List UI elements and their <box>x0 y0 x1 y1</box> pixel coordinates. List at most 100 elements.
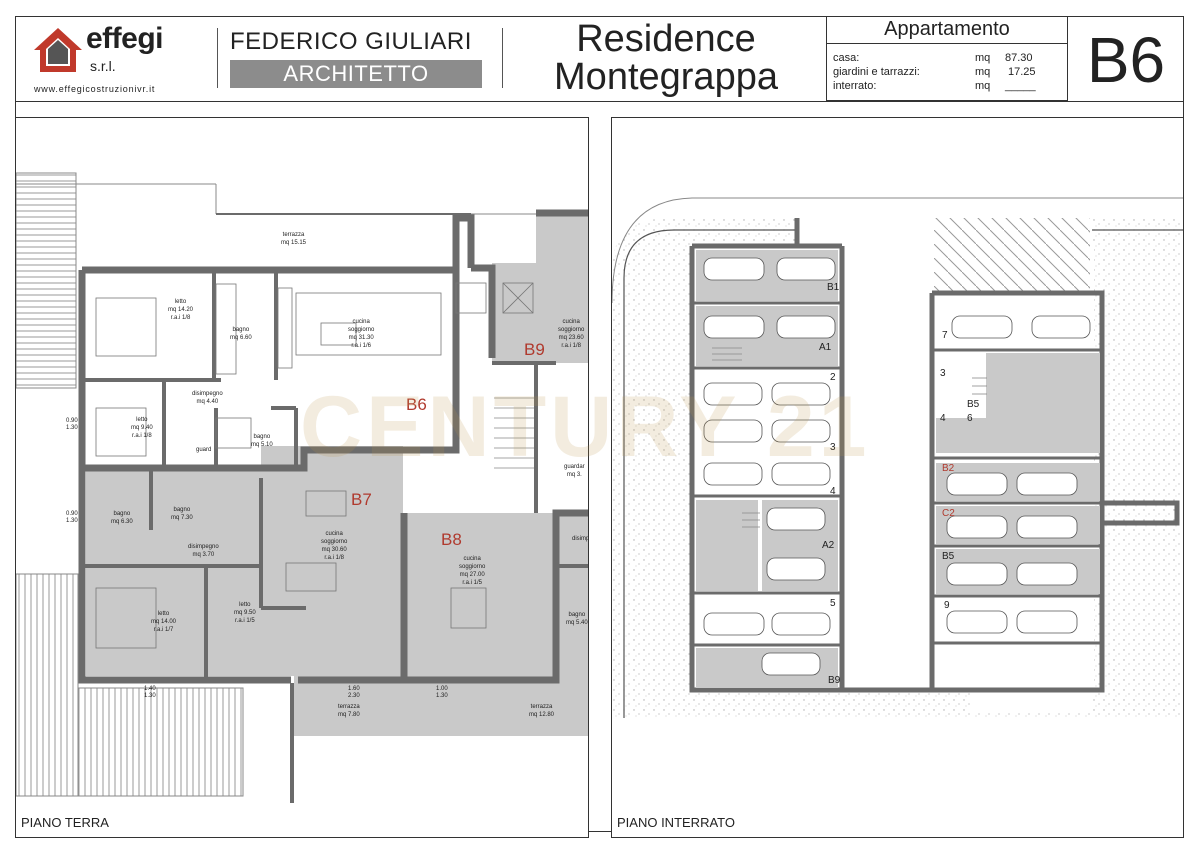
room-name: guard <box>196 447 212 453</box>
room-ratio: r.a.i 1/8 <box>132 433 152 439</box>
row-label: interrato: <box>833 80 877 92</box>
room-name: disimpegno <box>192 391 223 397</box>
dim-value: 1.00 <box>436 686 448 692</box>
project-line-1: Residence <box>576 18 756 60</box>
basement-title: PIANO INTERRATO <box>617 815 735 830</box>
garage-label: B2 <box>942 463 955 474</box>
unit-label-b6: B6 <box>406 395 427 414</box>
room-ratio: r.a.i 1/8 <box>170 315 191 321</box>
dim-value: 1.40 <box>144 686 156 692</box>
garage-label: 3 <box>940 368 946 379</box>
logo-sub: s.r.l. <box>90 58 116 74</box>
house-logo-icon <box>34 28 82 72</box>
room-area: mq 6.30 <box>111 519 133 525</box>
room-name: terrazza <box>338 704 360 710</box>
logo-url: www.effegicostruzionivr.it <box>34 84 156 94</box>
header-divider <box>502 28 503 88</box>
watermark: CENTURY 21 <box>300 379 871 475</box>
row-unit: mq <box>975 66 991 78</box>
row-unit: mq <box>975 80 991 92</box>
dim-value: 0.90 <box>66 418 78 424</box>
ground-floor-plan <box>16 172 588 803</box>
garage-label: B5 <box>967 399 980 410</box>
unit-label-b9: B9 <box>524 340 545 359</box>
garage-label: A2 <box>822 540 835 551</box>
garage-label: B9 <box>828 675 841 686</box>
room-name: letto <box>157 611 170 617</box>
room-name: terrazza <box>282 232 305 238</box>
dim-value: 1.30 <box>66 425 78 431</box>
apartment-divider <box>827 43 1067 44</box>
garage-label: 2 <box>830 372 836 383</box>
room-area: mq 23.60 <box>558 335 584 341</box>
room-label: guard <box>196 447 211 453</box>
project-title: Residence Montegrappa <box>516 20 816 96</box>
room-area: mq 15.15 <box>281 240 307 246</box>
room-ratio: r.a.i 1/7 <box>153 627 174 633</box>
garage-label: B1 <box>827 282 840 293</box>
garage-label: 4 <box>830 486 836 497</box>
room-name: cucina <box>463 556 481 562</box>
architect-block: FEDERICO GIULIARI ARCHITETTO <box>230 28 490 92</box>
unit-label-b7: B7 <box>351 490 372 509</box>
room-area: mq 27.00 <box>459 572 485 578</box>
room-area: mq 31.30 <box>348 335 374 341</box>
room-name: letto <box>239 602 251 608</box>
room-name: cucina <box>352 319 370 325</box>
room-name: guardar <box>564 464 585 470</box>
unit-label-b8: B8 <box>441 530 462 549</box>
room-name: bagno <box>232 327 250 333</box>
project-line-2: Montegrappa <box>554 56 778 98</box>
basement-plan <box>612 197 1183 718</box>
room-ratio: r.a.i 1/5 <box>235 618 255 624</box>
garage-label: 6 <box>967 413 973 424</box>
room-label: disimpegno mq 4.40 <box>192 390 223 406</box>
apartment-code: B6 <box>1086 24 1166 96</box>
garage-label: 7 <box>942 330 948 341</box>
room-name: letto <box>136 417 148 423</box>
room-area: mq 12.80 <box>529 712 555 718</box>
architect-name: FEDERICO GIULIARI <box>230 28 472 55</box>
room-area: mq 30.60 <box>321 547 347 553</box>
room-label: disimp <box>572 536 589 542</box>
logo-name: effegi <box>86 22 164 55</box>
room-name: bagno <box>113 511 131 517</box>
room-area: mq 4.40 <box>196 399 219 405</box>
garage-label: 4 <box>940 413 946 424</box>
row-value: 87.30 <box>1005 52 1033 64</box>
row-value: _____ <box>1005 80 1036 92</box>
room-area: mq 9.40 <box>131 425 153 431</box>
room-area: mq 5.10 <box>251 442 273 448</box>
room-name: cucina <box>325 531 343 537</box>
room-area: mq 14.20 <box>168 307 194 313</box>
room-area: mq 5.40 <box>566 620 588 626</box>
room-name: cucina <box>562 319 580 325</box>
garage-label: 5 <box>830 598 836 609</box>
row-label: giardini e tarrazzi: <box>833 66 920 78</box>
ground-floor-title: PIANO TERRA <box>21 815 109 830</box>
dim-value: 1.60 <box>348 686 360 692</box>
room-area: mq 7.80 <box>338 712 360 718</box>
garage-label: 3 <box>830 442 836 453</box>
room-name: disimp <box>572 536 589 542</box>
dim-value: 1.30 <box>66 518 78 524</box>
room-ratio: r.a.i 1/5 <box>462 580 483 586</box>
room-name: soggiorno <box>459 564 486 570</box>
architect-title: ARCHITETTO <box>230 60 482 88</box>
